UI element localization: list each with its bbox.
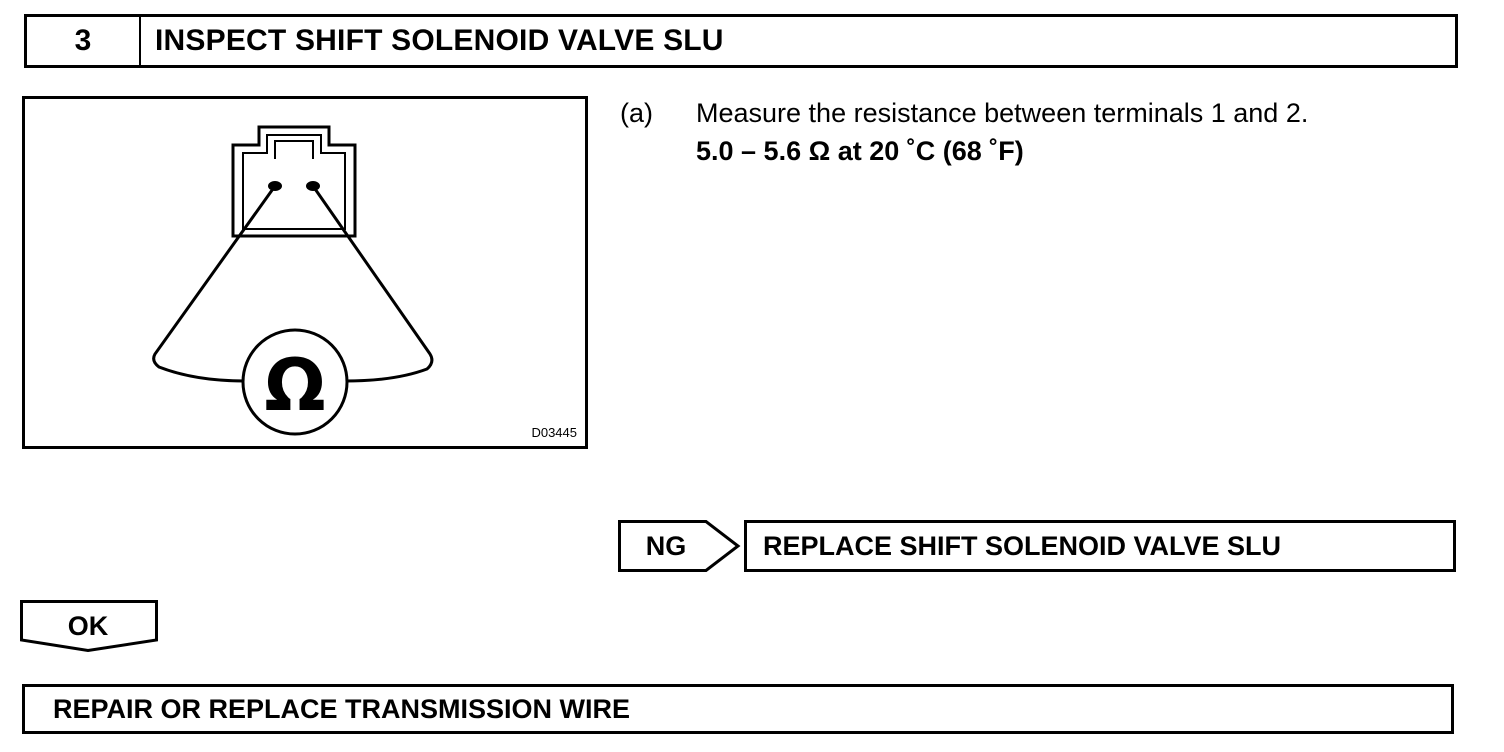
resistance-spec: 5.0 – 5.6 Ω at 20 ˚C (68 ˚F): [696, 136, 1024, 166]
ohmmeter: [241, 328, 349, 436]
ng-label: NG: [645, 530, 687, 561]
final-action-box: REPAIR OR REPLACE TRANSMISSION WIRE: [22, 684, 1454, 734]
ohmmeter-illustration: Ω D03445: [22, 96, 588, 449]
probe-lead-left: [152, 185, 277, 383]
instruction-marker: (a): [620, 98, 653, 128]
step-number: 3: [27, 17, 141, 65]
connector-inner: [242, 134, 346, 230]
ohm-symbol: Ω: [264, 343, 325, 427]
connector-diagram: Ω: [152, 125, 434, 436]
step-title: INSPECT SHIFT SOLENOID VALVE SLU: [155, 24, 724, 57]
connector-latch: [274, 140, 314, 159]
ng-arrow-shape: [618, 520, 741, 572]
instruction-text: Measure the resistance between terminals…: [696, 98, 1309, 128]
ng-action-box: REPLACE SHIFT SOLENOID VALVE SLU: [744, 520, 1456, 572]
figure-code: D03445: [531, 425, 577, 440]
probe-lead-right: [311, 185, 434, 383]
step-header: 3 INSPECT SHIFT SOLENOID VALVE SLU: [24, 14, 1458, 68]
ok-arrow-shape: [20, 600, 158, 652]
connector-housing: [231, 125, 357, 238]
ok-label: OK: [67, 610, 109, 641]
